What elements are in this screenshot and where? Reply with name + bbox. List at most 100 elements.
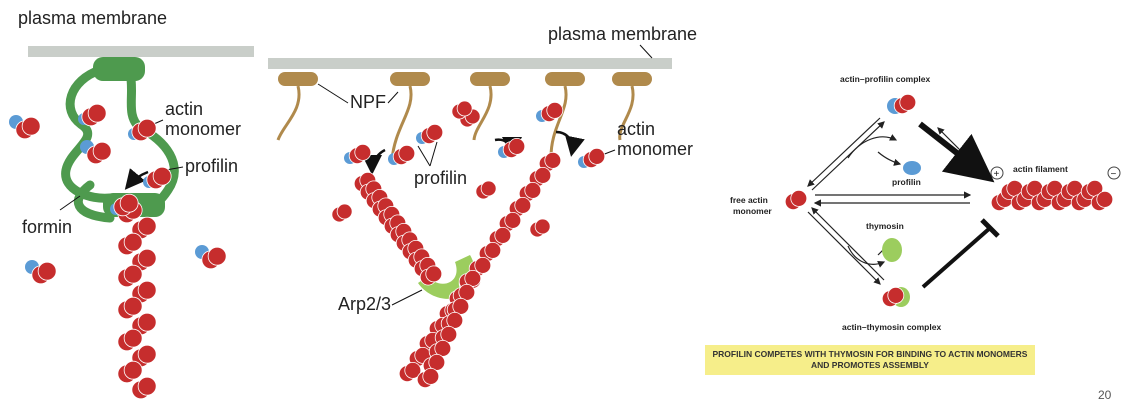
actin-subunit	[137, 118, 157, 138]
actin-subunit	[123, 232, 143, 252]
npf-head	[545, 72, 585, 86]
plasma-membrane-middle	[268, 58, 672, 69]
actin-subunit	[494, 226, 512, 244]
thymosin-inhibition	[921, 226, 992, 289]
actin-subunit	[123, 264, 143, 284]
actin-subunit	[422, 367, 440, 385]
profilin-protein-cycle	[903, 161, 921, 175]
free-actin-label-2: monomer	[733, 206, 772, 216]
npf-label: NPF	[350, 92, 386, 112]
actin-subunit	[137, 344, 157, 364]
npf-head	[470, 72, 510, 86]
cycle-arrows	[807, 117, 972, 285]
actin-monomer-label-2: monomer	[165, 119, 241, 139]
actin-subunit	[425, 265, 443, 283]
actin-subunit	[87, 103, 107, 123]
npf-head	[612, 72, 652, 86]
polymerization-arrow	[918, 121, 995, 183]
actin-subunit	[544, 151, 562, 169]
thymosin-inhibition-bar	[980, 218, 1000, 238]
minus-end-symbol: −	[1111, 169, 1117, 180]
actin-subunit	[207, 246, 227, 266]
actin-subunit	[137, 280, 157, 300]
actin-subunit	[336, 203, 353, 220]
actin-monomer-label-1: actin	[165, 99, 203, 119]
actin-subunit	[588, 147, 606, 165]
actin-subunit	[534, 218, 551, 235]
actin-subunit	[508, 137, 526, 155]
thymosin-label: thymosin	[866, 221, 904, 231]
caption-line-1: PROFILIN COMPETES WITH THYMOSIN FOR BIND…	[712, 349, 1028, 359]
actin-subunit	[546, 102, 564, 119]
npf-tail	[549, 85, 568, 161]
minus-end-circle	[1107, 166, 1121, 180]
membrane-label-left: plasma membrane	[18, 8, 167, 28]
caption-box: PROFILIN COMPETES WITH THYMOSIN FOR BIND…	[705, 345, 1035, 375]
npf-tail	[276, 85, 301, 141]
actin-subunit	[790, 189, 808, 207]
actin-subunit	[119, 193, 139, 213]
actin-subunit	[899, 94, 917, 111]
actin-subunit	[440, 325, 458, 343]
actin-subunit	[426, 123, 444, 141]
npf-tail	[618, 85, 635, 141]
actin-subunit	[434, 339, 452, 357]
actin-subunit	[428, 353, 446, 371]
formin-panel: plasma membrane formin actin monomer pro…	[9, 8, 254, 400]
actin-subunit	[887, 286, 905, 304]
actin-subunit	[37, 261, 57, 281]
arp-label: Arp2/3	[338, 294, 391, 314]
actin-subunit	[456, 100, 473, 117]
actin-monomer-label-middle-2: monomer	[617, 139, 693, 159]
actin-subunit	[534, 166, 552, 184]
actin-profilin-complex-label: actin–profilin complex	[840, 74, 930, 84]
free-actin-label-1: free actin	[730, 195, 768, 205]
caption-line-2: AND PROMOTES ASSEMBLY	[811, 360, 929, 370]
plus-end-symbol: +	[994, 169, 1000, 180]
membrane-label-middle: plasma membrane	[548, 24, 697, 44]
thymosin-protein	[882, 238, 902, 262]
plasma-membrane-left	[28, 46, 254, 57]
arp-arrow-3	[555, 130, 585, 157]
formin-label: formin	[22, 217, 72, 237]
actin-subunit	[480, 180, 497, 197]
actin-subunit	[404, 361, 422, 379]
arp-arrow-1	[362, 148, 386, 175]
actin-subunit	[474, 256, 492, 274]
actin-monomer-label-middle-1: actin	[617, 119, 655, 139]
npf-tail	[472, 85, 493, 141]
actin-filament-label: actin filament	[1013, 164, 1068, 174]
actin-subunit	[123, 296, 143, 316]
actin-subunit	[398, 144, 416, 162]
actin-subunit	[92, 141, 112, 161]
cycle-actin-group	[784, 94, 1114, 308]
actin-subunit	[152, 166, 172, 186]
cycle-panel: actin–profilin complex profilin actin fi…	[730, 74, 1121, 332]
actin-subunit	[464, 269, 482, 287]
actin-subunit	[452, 297, 470, 315]
formin-actin-group	[9, 103, 227, 400]
actin-subunit	[1096, 190, 1114, 208]
npf-tail	[390, 85, 413, 161]
actin-subunit	[137, 216, 157, 236]
profilin-label-left: profilin	[185, 156, 238, 176]
actin-subunit	[137, 312, 157, 332]
actin-thymosin-complex-label: actin–thymosin complex	[842, 322, 941, 332]
caption-text: PROFILIN COMPETES WITH THYMOSIN FOR BIND…	[710, 349, 1030, 371]
npf-group	[276, 72, 652, 161]
formin-top	[93, 57, 145, 81]
page-number: 20	[1098, 388, 1112, 402]
actin-subunit	[504, 211, 522, 229]
npf-head	[278, 72, 318, 86]
actin-subunit	[524, 181, 542, 199]
actin-subunit	[123, 360, 143, 380]
npf-head	[390, 72, 430, 86]
actin-subunit	[484, 241, 502, 259]
profilin-label-cycle: profilin	[892, 177, 921, 187]
actin-subunit	[137, 376, 157, 396]
actin-subunit	[446, 311, 464, 329]
actin-subunit	[137, 248, 157, 268]
formin-delivery-arrow	[124, 168, 149, 190]
